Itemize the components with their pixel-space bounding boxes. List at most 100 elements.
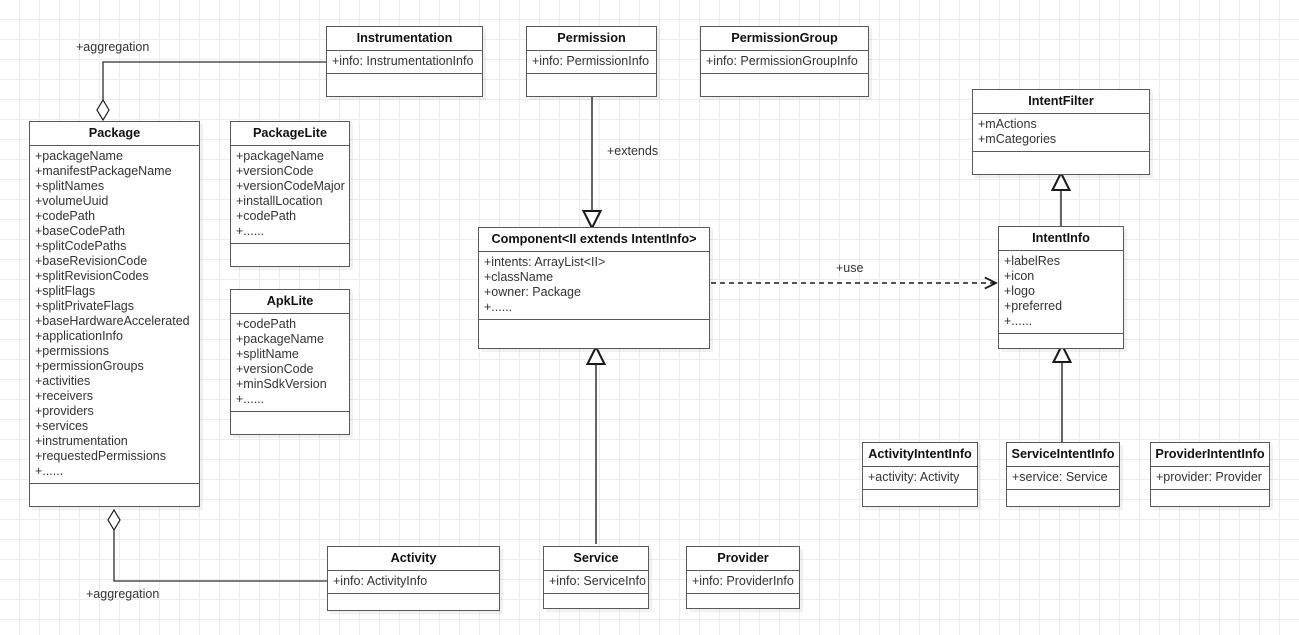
- attribute: +splitRevisionCodes: [35, 269, 149, 283]
- class-package[interactable]: Package +packageName +manifestPackageNam…: [29, 121, 200, 507]
- edge-aggregation-activity: [107, 508, 327, 582]
- attribute: +splitName: [236, 347, 299, 361]
- attribute: +receivers: [35, 389, 94, 403]
- attribute: +splitFlags: [35, 284, 96, 298]
- class-title: Instrumentation: [356, 31, 453, 45]
- compartment-divider: [479, 251, 709, 252]
- attribute-list: +provider: Provider: [1151, 467, 1269, 489]
- compartment-divider: [479, 319, 709, 320]
- class-title: PermissionGroup: [731, 31, 838, 45]
- attribute: +activity: Activity: [868, 470, 960, 484]
- compartment-divider: [999, 333, 1123, 334]
- operation-list: [701, 74, 868, 96]
- class-package-lite[interactable]: PackageLite +packageName +versionCode +v…: [230, 121, 350, 267]
- class-title: PackageLite: [252, 126, 328, 140]
- attribute: +permissions: [35, 344, 109, 358]
- compartment-divider: [701, 50, 868, 51]
- attribute: +info: InstrumentationInfo: [332, 54, 474, 68]
- attribute: +splitNames: [35, 179, 105, 193]
- attribute: +packageName: [35, 149, 123, 163]
- edge-label-use: +use: [836, 261, 864, 275]
- compartment-divider: [328, 570, 499, 571]
- class-title: IntentFilter: [1028, 94, 1094, 108]
- attribute: +baseRevisionCode: [35, 254, 148, 268]
- attribute: +info: PermissionGroupInfo: [706, 54, 858, 68]
- attribute: +packageName: [236, 149, 324, 163]
- attribute-list: +info: PermissionInfo: [527, 51, 656, 73]
- compartment-divider: [544, 593, 648, 594]
- class-title: IntentInfo: [1032, 231, 1090, 245]
- class-title: Component<II extends IntentInfo>: [491, 232, 697, 246]
- attribute: +provider: Provider: [1156, 470, 1262, 484]
- attribute: +codePath: [35, 209, 96, 223]
- attribute: +installLocation: [236, 194, 323, 208]
- attribute: +labelRes: [1004, 254, 1060, 268]
- compartment-divider: [973, 151, 1149, 152]
- attribute: +......: [484, 300, 513, 314]
- compartment-divider: [231, 145, 349, 146]
- compartment-divider: [863, 466, 977, 467]
- compartment-divider: [544, 570, 648, 571]
- class-service[interactable]: Service +info: ServiceInfo: [543, 546, 649, 609]
- attribute-list: +intents: ArrayList<II> +className +owne…: [479, 252, 709, 319]
- class-permission[interactable]: Permission +info: PermissionInfo: [526, 26, 657, 97]
- attribute-list: +mActions +mCategories: [973, 114, 1149, 151]
- attribute: +activities: [35, 374, 91, 388]
- class-title: ApkLite: [266, 294, 314, 308]
- attribute: +service: Service: [1012, 470, 1108, 484]
- attribute: +splitCodePaths: [35, 239, 127, 253]
- class-activity-intent-info[interactable]: ActivityIntentInfo +activity: Activity: [862, 442, 978, 507]
- operation-list: [231, 412, 349, 434]
- compartment-divider: [231, 411, 349, 412]
- attribute-list: +activity: Activity: [863, 467, 977, 489]
- compartment-divider: [231, 313, 349, 314]
- attribute: +info: ProviderInfo: [692, 574, 794, 588]
- operation-list: [328, 594, 499, 610]
- class-title: ServiceIntentInfo: [1011, 447, 1115, 461]
- attribute: +minSdkVersion: [236, 377, 327, 391]
- attribute: +mCategories: [978, 132, 1057, 146]
- attribute-list: +packageName +manifestPackageName +split…: [30, 146, 199, 483]
- attribute-list: +info: InstrumentationInfo: [327, 51, 482, 73]
- operation-list: [527, 74, 656, 96]
- attribute: +intents: ArrayList<II>: [484, 255, 606, 269]
- class-permission-group[interactable]: PermissionGroup +info: PermissionGroupIn…: [700, 26, 869, 97]
- attribute: +splitPrivateFlags: [35, 299, 134, 313]
- class-apk-lite[interactable]: ApkLite +codePath +packageName +splitNam…: [230, 289, 350, 435]
- attribute-list: +info: ServiceInfo: [544, 571, 648, 593]
- attribute: +versionCode: [236, 164, 314, 178]
- class-title: Package: [88, 126, 141, 140]
- attribute: +services: [35, 419, 89, 433]
- class-intent-info[interactable]: IntentInfo +labelRes +icon +logo +prefer…: [998, 226, 1124, 349]
- operation-list: [327, 74, 482, 96]
- compartment-divider: [30, 483, 199, 484]
- attribute: +baseCodePath: [35, 224, 126, 238]
- class-title: ProviderIntentInfo: [1155, 447, 1265, 461]
- operation-list: [863, 490, 977, 506]
- class-instrumentation[interactable]: Instrumentation +info: InstrumentationIn…: [326, 26, 483, 97]
- class-service-intent-info[interactable]: ServiceIntentInfo +service: Service: [1006, 442, 1120, 507]
- attribute: +packageName: [236, 332, 324, 346]
- class-title: Activity: [390, 551, 437, 565]
- attribute: +manifestPackageName: [35, 164, 172, 178]
- attribute: +......: [1004, 314, 1033, 328]
- attribute: +logo: [1004, 284, 1035, 298]
- attribute: +className: [484, 270, 554, 284]
- class-activity[interactable]: Activity +info: ActivityInfo: [327, 546, 500, 611]
- attribute: +......: [236, 224, 265, 238]
- class-intent-filter[interactable]: IntentFilter +mActions +mCategories: [972, 89, 1150, 175]
- attribute: +info: ActivityInfo: [333, 574, 428, 588]
- compartment-divider: [328, 593, 499, 594]
- compartment-divider: [1007, 466, 1119, 467]
- operation-list: [544, 594, 648, 608]
- attribute-list: +labelRes +icon +logo +preferred +......: [999, 251, 1123, 333]
- attribute-list: +info: PermissionGroupInfo: [701, 51, 868, 73]
- class-provider[interactable]: Provider +info: ProviderInfo: [686, 546, 800, 609]
- class-component[interactable]: Component<II extends IntentInfo> +intent…: [478, 227, 710, 349]
- class-provider-intent-info[interactable]: ProviderIntentInfo +provider: Provider: [1150, 442, 1270, 507]
- attribute: +requestedPermissions: [35, 449, 166, 463]
- attribute: +codePath: [236, 209, 297, 223]
- operation-list: [999, 334, 1123, 348]
- edge-label-aggregation-top: +aggregation: [76, 40, 150, 54]
- operation-list: [1007, 490, 1119, 506]
